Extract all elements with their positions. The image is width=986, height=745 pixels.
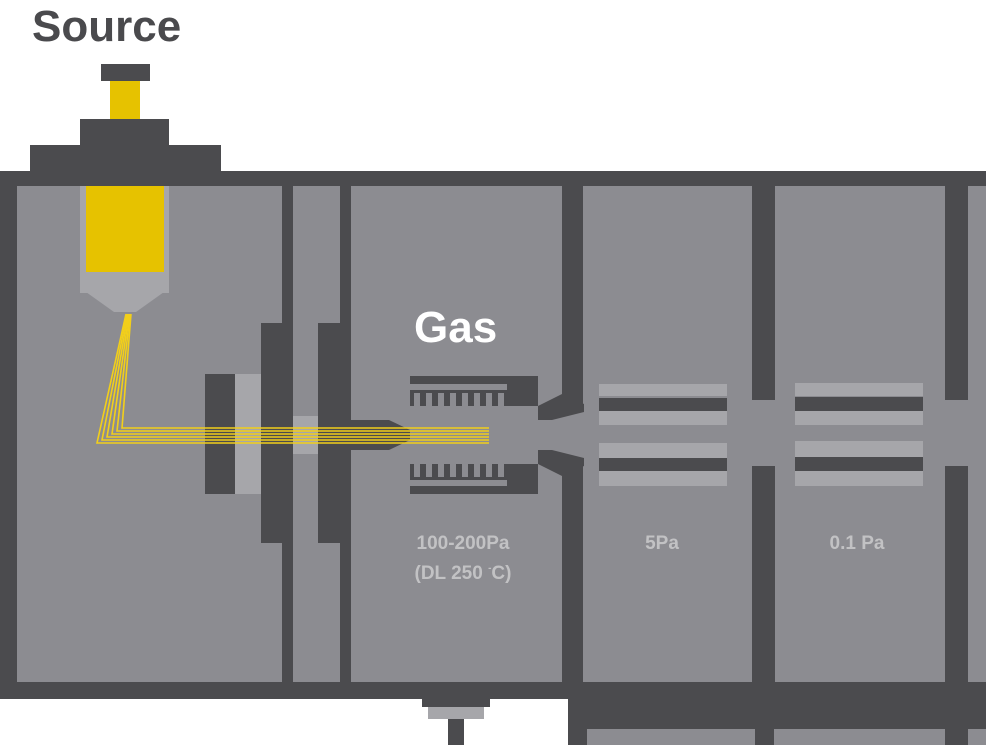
stage-1-note: (DL 250 -C) bbox=[378, 556, 548, 586]
collision-cell-top-bevel bbox=[507, 376, 538, 406]
collision-cell-top-ridges bbox=[414, 393, 504, 406]
stage-1-pressure-label: 100-200Pa (DL 250 -C) bbox=[378, 531, 548, 586]
stage-1-note-degree: - bbox=[488, 563, 492, 574]
capillary-tube bbox=[351, 420, 389, 450]
pump-manifold-divider-2 bbox=[945, 729, 968, 745]
stage-1-pressure: 100-200Pa bbox=[416, 533, 510, 554]
stage-wall-2-lower bbox=[562, 464, 583, 682]
stage-2-pressure-label: 5Pa bbox=[645, 533, 679, 554]
pump-manifold-inner bbox=[587, 729, 986, 745]
ion-spray-beam bbox=[96, 313, 489, 444]
source-housing-lower bbox=[30, 145, 221, 173]
collision-cell-bottom-fins bbox=[410, 480, 507, 486]
source-emitter-body bbox=[86, 186, 164, 272]
ion-guide-stage-2 bbox=[599, 384, 727, 486]
collision-cell-top-fins bbox=[410, 384, 507, 390]
pump-manifold-divider-1 bbox=[755, 729, 774, 745]
stage-wall-4-lower bbox=[945, 466, 968, 682]
source-housing-upper bbox=[80, 119, 169, 145]
stage-1-note-prefix: (DL 250 bbox=[414, 563, 483, 584]
source-title: Source bbox=[32, 2, 182, 51]
pump-port-body bbox=[428, 707, 484, 719]
stage-wall-4-upper bbox=[945, 186, 968, 400]
source-cap bbox=[101, 64, 150, 81]
source-emitter-top bbox=[110, 81, 140, 119]
lens-plate-3 bbox=[318, 323, 340, 543]
collision-cell-bottom-ridges bbox=[414, 464, 504, 477]
gas-label: Gas bbox=[414, 303, 498, 352]
pump-port-flange bbox=[422, 699, 490, 707]
pump-port-stem bbox=[448, 719, 464, 745]
stage-wall-2-upper bbox=[562, 186, 583, 406]
stage-wall-3-lower bbox=[752, 466, 775, 682]
source-nozzle bbox=[86, 272, 164, 312]
lens-plate-2 bbox=[261, 323, 282, 543]
stage-wall-3-upper bbox=[752, 186, 775, 400]
ion-guide-stage-3 bbox=[795, 383, 923, 486]
stage-1-note-suffix: C) bbox=[491, 563, 512, 584]
stage-3-pressure-label: 0.1 Pa bbox=[829, 533, 885, 554]
lens-insert-2 bbox=[293, 416, 318, 454]
